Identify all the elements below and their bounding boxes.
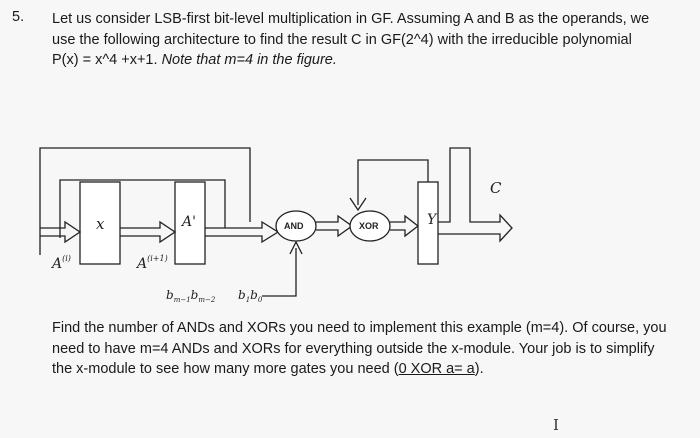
question-line-2: use the following architecture to find t… (52, 31, 632, 48)
x-label: x (96, 215, 105, 233)
and-gate-label: AND (284, 221, 304, 231)
output-arrow-c (438, 147, 513, 243)
arrow-xor-to-y (390, 214, 420, 238)
instructions-line-3-post: ). (474, 361, 484, 377)
arrow-and-to-xor (316, 214, 354, 238)
c-label: C (490, 179, 502, 197)
question-line-3-normal: P(x) = x^4 +x+1. (52, 52, 162, 68)
question-line-1: Let us consider LSB-first bit-level mult… (52, 11, 650, 27)
a-prime-register-box (174, 181, 206, 265)
arrow-into-x-module (40, 220, 82, 244)
a-i1-label: A(i+1) (135, 254, 168, 272)
b-0: b (250, 288, 258, 302)
instructions-text: Find the number of ANDs and XORs you nee… (52, 318, 692, 380)
arrow-a-prime-to-and (205, 220, 280, 244)
b-input-line (262, 248, 297, 297)
b-mminus1: b (166, 288, 174, 302)
arrow-x-to-a-prime (120, 220, 177, 244)
a-i-sup: (i) (62, 254, 71, 263)
a-i1-sup: (i+1) (147, 254, 168, 263)
question-text: Let us consider LSB-first bit-level mult… (52, 9, 692, 71)
b-mminus1-sub: m−1 (174, 296, 191, 304)
xor-gate-label: XOR (359, 221, 379, 231)
instructions-line-1: Find the number of ANDs and XORs you nee… (52, 320, 667, 336)
instructions-line-3: the x-module to see how many more gates … (52, 359, 692, 380)
question-number: 5. (12, 9, 25, 25)
question-line-3-italic: Note that m=4 in the figure. (161, 52, 337, 68)
question-line-3: P(x) = x^4 +x+1. Note that m=4 in the fi… (52, 50, 692, 71)
b-0-sub: 0 (258, 296, 263, 304)
y-feedback-loop (357, 159, 429, 205)
instructions-identity-underlined: 0 XOR a= a (398, 361, 475, 377)
b-high-bits: bm−1bm−2 (166, 288, 216, 304)
b-mminus2-sub: m−2 (198, 296, 216, 304)
instructions-line-2: need to have m=4 ANDs and XORs for every… (52, 340, 655, 357)
x-module-box (79, 181, 121, 265)
b-mminus2: b (191, 288, 199, 302)
instructions-line-3-pre: the x-module to see how many more gates … (52, 361, 399, 377)
b-1: b (238, 288, 246, 302)
inner-feedback-loop (59, 179, 226, 238)
b-1-sub: 1 (246, 296, 250, 304)
a-i-base: A (50, 256, 62, 272)
a-i1-base: A (135, 256, 147, 272)
a-prime-label: A' (180, 214, 196, 230)
y-label: Y (427, 212, 438, 228)
b-input-arrowhead (289, 240, 303, 255)
feedback-loop (39, 147, 251, 255)
b-low-bits: b1b0 (238, 288, 263, 304)
a-i-label: A(i) (50, 254, 71, 272)
xor-gate (349, 210, 391, 242)
text-cursor-icon: I (553, 416, 559, 434)
y-feedback-arrowhead (349, 197, 367, 212)
